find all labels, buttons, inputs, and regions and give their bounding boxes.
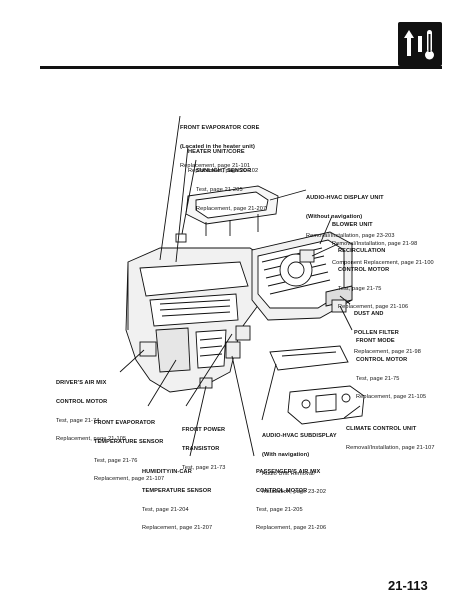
callout-front-evaporator-core: FRONT EVAPORATOR CORE (Located in the he… bbox=[180, 113, 259, 175]
callout-climate-control-unit: CLIMATE CONTROL UNIT Removal/Installatio… bbox=[346, 414, 435, 457]
callout-title: SUNLIGHT SENSOR bbox=[196, 168, 252, 175]
callout-line: Audio Unit Removal/ bbox=[262, 470, 316, 477]
callout-heater-unit-core: HEATER UNIT/CORE Replacement, page 21-10… bbox=[188, 137, 258, 180]
callout-title: HEATER UNIT/CORE bbox=[188, 149, 245, 156]
callout-line: Replacement, page 21-207 bbox=[142, 525, 213, 532]
callout-line: Replacement, page 21-105 bbox=[356, 394, 427, 401]
callout-passengers-air-mix-control-motor: PASSENGER'S AIR MIX CONTROL MOTOR Test, … bbox=[256, 457, 326, 538]
callout-line: Removal/Installation, page 21-98 bbox=[332, 241, 418, 248]
callout-title: FRONT POWER bbox=[182, 427, 226, 434]
callout-title: AUDIO-HVAC SUBDISPLAY bbox=[262, 433, 337, 440]
callout-subtitle: CONTROL MOTOR bbox=[256, 488, 308, 495]
callout-drivers-air-mix-control-motor: DRIVER'S AIR MIX CONTROL MOTOR Test, pag… bbox=[56, 368, 126, 449]
header-rule bbox=[40, 66, 442, 69]
callout-subtitle: TEMPERATURE SENSOR bbox=[94, 439, 164, 446]
callout-title: DRIVER'S AIR MIX bbox=[56, 380, 107, 387]
callout-line: Test, page 21-75 bbox=[338, 285, 382, 292]
callout-line: Replacement, page 21-101 bbox=[180, 162, 251, 169]
callout-title: FRONT MODE bbox=[356, 338, 395, 345]
callout-line: Replacement, page 21-206 bbox=[256, 525, 327, 532]
callout-title: FRONT EVAPORATOR CORE bbox=[180, 125, 260, 132]
callout-line: Removal/Installation, page 21-107 bbox=[346, 445, 435, 452]
callout-dust-pollen-filter: DUST AND POLLEN FILTER Replacement, page… bbox=[354, 299, 421, 361]
callout-front-mode-control-motor: FRONT MODE CONTROL MOTOR Test, page 21-7… bbox=[356, 326, 426, 407]
callout-humidity-in-car-temperature-sensor: HUMIDITY/IN-CAR TEMPERATURE SENSOR Test,… bbox=[142, 457, 212, 538]
callout-audio-hvac-subdisplay: AUDIO-HVAC SUBDISPLAY (With navigation) … bbox=[262, 421, 337, 502]
callout-subtitle: POLLEN FILTER bbox=[354, 330, 399, 337]
callout-line: Test, page 21-205 bbox=[256, 506, 303, 513]
callout-audio-hvac-display-unit: AUDIO-HVAC DISPLAY UNIT (Without navigat… bbox=[306, 183, 395, 245]
callout-line: Removal/Installation, page 23-203 bbox=[306, 232, 395, 239]
callout-subtitle: (Without navigation) bbox=[306, 214, 363, 221]
callout-subtitle: TRANSISTOR bbox=[182, 446, 220, 453]
callout-line: Replacement, page 21-98 bbox=[354, 348, 421, 355]
callout-line: Component Replacement, page 21-100 bbox=[332, 259, 434, 266]
callout-line: Replacement, page 21-105 bbox=[56, 436, 127, 443]
callout-title: HUMIDITY/IN-CAR bbox=[142, 469, 192, 476]
callout-subtitle: TEMPERATURE SENSOR bbox=[142, 488, 212, 495]
climate-section-badge bbox=[398, 22, 442, 66]
callout-subtitle: (With navigation) bbox=[262, 452, 310, 459]
callout-line: Replacement, page 21-106 bbox=[338, 304, 409, 311]
callout-sunlight-sensor: SUNLIGHT SENSOR Test, page 21-205 Replac… bbox=[196, 156, 266, 218]
callout-line: Replacement, page 21-102 bbox=[188, 168, 259, 175]
callout-title: BLOWER UNIT bbox=[332, 222, 373, 229]
callout-line: Installation, page 23-202 bbox=[262, 489, 327, 496]
callout-title: CLIMATE CONTROL UNIT bbox=[346, 426, 417, 433]
hvac-section-icon bbox=[404, 30, 434, 60]
callout-title: DUST AND bbox=[354, 311, 384, 318]
callout-line: Replacement, page 21-107 bbox=[94, 476, 165, 483]
callout-subtitle: CONTROL MOTOR bbox=[56, 399, 108, 406]
callout-title: FRONT EVAPORATOR bbox=[94, 420, 156, 427]
callout-line: Test, page 21-75 bbox=[356, 375, 400, 382]
callout-subtitle: CONTROL MOTOR bbox=[338, 267, 390, 274]
callout-line: Test, page 21-76 bbox=[94, 457, 138, 464]
callout-line: Test, page 21-205 bbox=[196, 187, 243, 194]
callout-front-evaporator-temperature-sensor: FRONT EVAPORATOR TEMPERATURE SENSOR Test… bbox=[94, 408, 164, 489]
callout-front-power-transistor: FRONT POWER TRANSISTOR Test, page 21-73 bbox=[182, 415, 225, 477]
callout-line: Test, page 21-204 bbox=[142, 506, 189, 513]
callout-subtitle: (Located in the heater unit) bbox=[180, 144, 255, 151]
callout-recirculation-control-motor: RECIRCULATION CONTROL MOTOR Test, page 2… bbox=[338, 236, 408, 317]
callout-line: Test, page 21-73 bbox=[182, 464, 226, 471]
callout-line: Test, page 21-74 bbox=[56, 417, 100, 424]
callout-subtitle: CONTROL MOTOR bbox=[356, 357, 408, 364]
callout-title: AUDIO-HVAC DISPLAY UNIT bbox=[306, 195, 384, 202]
callout-blower-unit: BLOWER UNIT Removal/Installation, page 2… bbox=[332, 210, 434, 272]
callout-line: Replacement, page 21-207 bbox=[196, 205, 267, 212]
callout-title: PASSENGER'S AIR MIX bbox=[256, 469, 321, 476]
callout-title: RECIRCULATION bbox=[338, 248, 386, 255]
page-number: 21-113 bbox=[388, 578, 428, 593]
